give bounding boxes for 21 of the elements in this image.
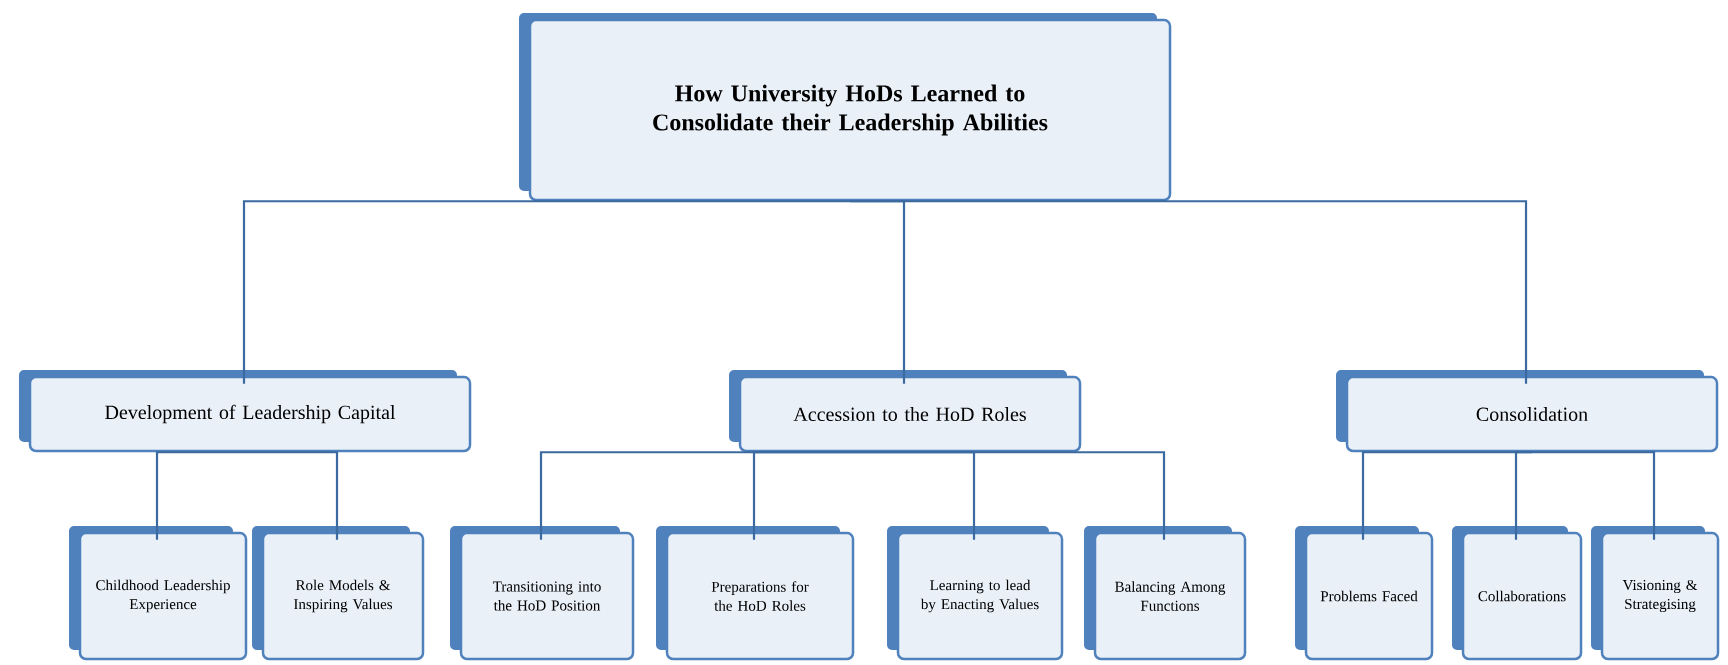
subcategory-box: Visioning & Strategising (1589, 524, 1720, 661)
subcategory-box: Childhood Leadership Experience (67, 524, 248, 661)
connector-line (1514, 451, 1532, 540)
connector-line (242, 200, 850, 384)
title-box: How University HoDs Learned to Consolidate their Leadership Abilities (517, 11, 1172, 202)
connector-line (1532, 451, 1656, 540)
subcategory-box: Role Models & Inspiring Values (250, 524, 425, 661)
category-box: Development of Leadership Capital (17, 368, 472, 453)
connector-line (155, 451, 250, 540)
connector-line (752, 451, 910, 540)
subcategory-box: Collaborations (1450, 524, 1583, 661)
category-box: Accession to the HoD Roles (727, 368, 1082, 453)
subcategory-box: Transitioning into the HoD Position (448, 524, 635, 661)
connector-line (850, 200, 1528, 384)
subcategory-box: Learning to lead by Enacting Values (885, 524, 1064, 661)
subcategory-box: Problems Faced (1293, 524, 1434, 661)
connector-line (910, 451, 1166, 540)
subcategory-box: Balancing Among Functions (1082, 524, 1247, 661)
subcategory-box: Preparations for the HoD Roles (654, 524, 855, 661)
connector-line (250, 451, 339, 540)
category-box: Consolidation (1334, 368, 1719, 453)
